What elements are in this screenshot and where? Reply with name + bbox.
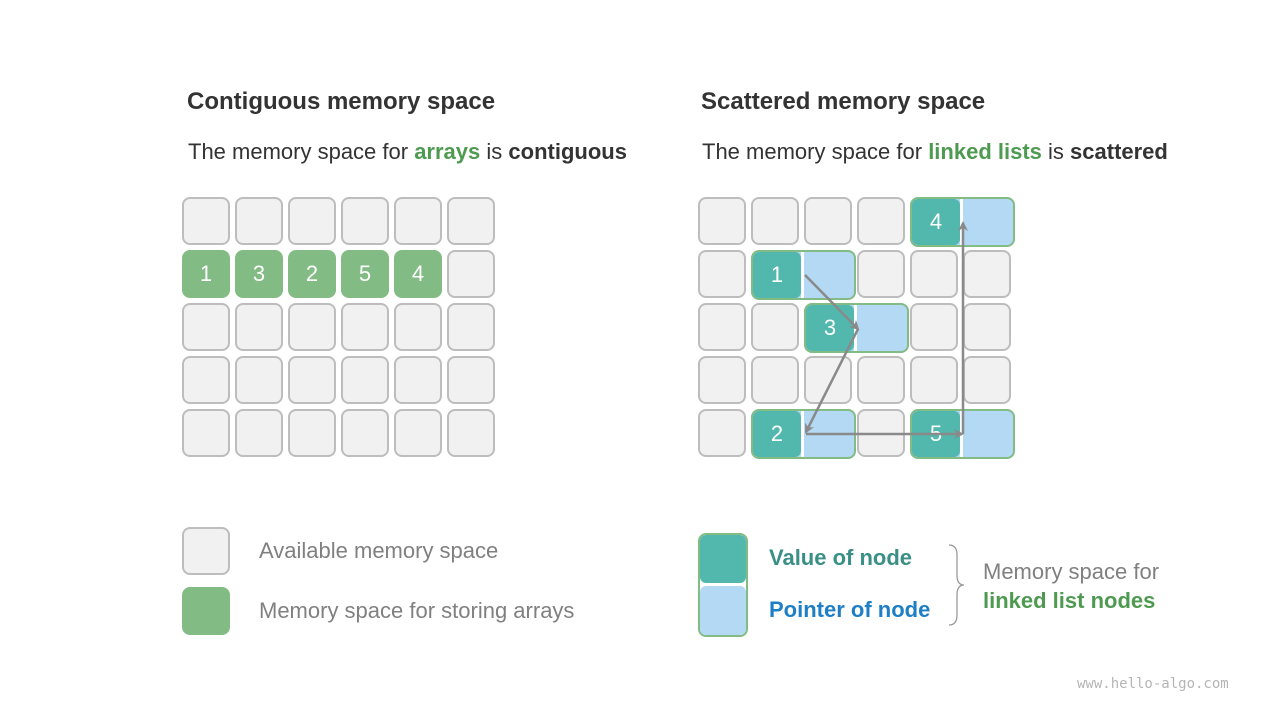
empty-memory-cell (235, 356, 283, 404)
empty-memory-cell (182, 197, 230, 245)
curly-brace-icon (948, 544, 965, 626)
empty-memory-cell (963, 250, 1011, 298)
array-element: 1 (182, 250, 230, 298)
node-divider (960, 411, 963, 457)
watermark: www.hello-algo.com (1077, 676, 1229, 692)
empty-memory-cell (857, 250, 905, 298)
empty-memory-cell (698, 409, 746, 457)
legend-memory-for-label: Memory space for linked list nodes (983, 557, 1159, 615)
empty-memory-cell (447, 356, 495, 404)
subtitle-highlight: linked lists (928, 139, 1042, 164)
empty-memory-cell (394, 409, 442, 457)
empty-memory-cell (447, 409, 495, 457)
empty-memory-cell (288, 197, 336, 245)
empty-memory-cell (751, 303, 799, 351)
empty-memory-cell (182, 409, 230, 457)
legend-available-label: Available memory space (259, 538, 499, 563)
empty-memory-cell (910, 356, 958, 404)
array-element: 4 (394, 250, 442, 298)
node-value: 1 (753, 252, 801, 298)
subtitle-prefix: The memory space for (188, 139, 415, 164)
empty-memory-cell (394, 356, 442, 404)
empty-memory-cell (910, 250, 958, 298)
legend-value-label: Value of node (769, 545, 913, 570)
empty-memory-cell (447, 303, 495, 351)
empty-memory-cell (341, 409, 389, 457)
node-divider (960, 199, 963, 245)
array-element: 5 (341, 250, 389, 298)
node-value: 2 (753, 411, 801, 457)
empty-memory-cell (288, 356, 336, 404)
scattered-subtitle: The memory space for linked lists is sca… (702, 139, 1168, 165)
linked-list-node: 2 (751, 409, 856, 459)
empty-memory-cell (235, 197, 283, 245)
legend-node-swatch (698, 533, 748, 637)
empty-memory-cell (857, 197, 905, 245)
empty-memory-cell (394, 197, 442, 245)
empty-memory-cell (857, 356, 905, 404)
node-divider (801, 252, 804, 298)
empty-memory-cell (341, 303, 389, 351)
linked-list-node: 1 (751, 250, 856, 300)
subtitle-bold: scattered (1070, 139, 1168, 164)
empty-memory-cell (288, 303, 336, 351)
empty-memory-cell (235, 303, 283, 351)
linked-list-node: 5 (910, 409, 1015, 459)
empty-memory-cell (235, 409, 283, 457)
empty-memory-cell (447, 197, 495, 245)
empty-memory-cell (963, 356, 1011, 404)
empty-memory-cell (447, 250, 495, 298)
contiguous-subtitle: The memory space for arrays is contiguou… (188, 139, 627, 165)
empty-memory-cell (804, 356, 852, 404)
empty-memory-cell (804, 197, 852, 245)
node-value: 3 (806, 305, 854, 351)
scattered-title: Scattered memory space (701, 88, 986, 115)
node-divider (854, 305, 857, 351)
empty-memory-cell (698, 356, 746, 404)
empty-memory-cell (910, 303, 958, 351)
empty-memory-cell (751, 356, 799, 404)
empty-memory-cell (288, 409, 336, 457)
empty-memory-cell (341, 356, 389, 404)
empty-memory-cell (182, 303, 230, 351)
empty-memory-cell (698, 197, 746, 245)
legend-pointer-label: Pointer of node (769, 597, 931, 622)
node-value: 4 (912, 199, 960, 245)
empty-memory-cell (698, 303, 746, 351)
subtitle-highlight: arrays (414, 139, 481, 164)
subtitle-middle: is (480, 139, 509, 164)
legend-value-part (700, 535, 746, 583)
memory-for-text: Memory space for (983, 559, 1160, 584)
node-divider (801, 411, 804, 457)
empty-memory-cell (963, 303, 1011, 351)
legend-pointer-part (700, 586, 746, 635)
empty-memory-cell (182, 356, 230, 404)
legend-available-swatch (182, 527, 230, 575)
empty-memory-cell (394, 303, 442, 351)
empty-memory-cell (341, 197, 389, 245)
legend-array-swatch (182, 587, 230, 635)
subtitle-bold: contiguous (508, 139, 627, 164)
empty-memory-cell (751, 197, 799, 245)
node-value: 5 (912, 411, 960, 457)
array-element: 2 (288, 250, 336, 298)
array-element: 3 (235, 250, 283, 298)
empty-memory-cell (698, 250, 746, 298)
linked-list-node: 4 (910, 197, 1015, 247)
subtitle-middle: is (1041, 139, 1071, 164)
linked-list-node: 3 (804, 303, 909, 353)
linked-list-nodes-text: linked list nodes (983, 588, 1156, 613)
subtitle-prefix: The memory space for (702, 139, 929, 164)
contiguous-title: Contiguous memory space (187, 88, 496, 115)
empty-memory-cell (857, 409, 905, 457)
legend-array-label: Memory space for storing arrays (259, 598, 575, 623)
